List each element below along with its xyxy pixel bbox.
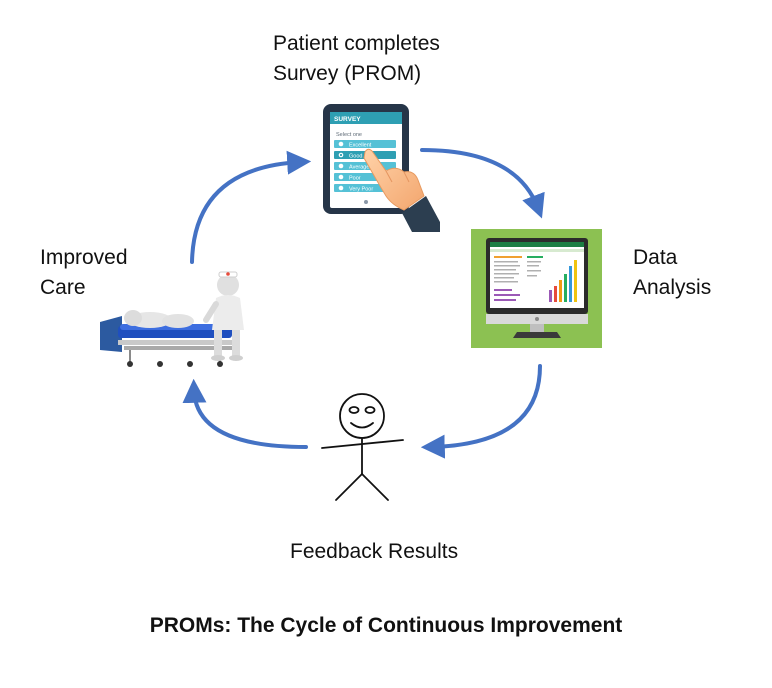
arrow-feedback-to-care — [182, 378, 308, 449]
tablet-option-4: Poor — [349, 176, 361, 182]
step-label-feedback: Feedback Results — [290, 537, 458, 567]
survey-label-line1: Patient completes — [273, 32, 440, 55]
step-label-care: Improved Care — [40, 243, 128, 303]
step-label-analysis: Data Analysis — [633, 243, 711, 303]
care-label-line2: Care — [40, 276, 86, 299]
tablet-option-5: Very Poor — [349, 187, 373, 193]
arrow-care-to-survey — [190, 150, 312, 264]
monitor-spreadsheet-icon — [471, 229, 602, 348]
tablet-header-text: SURVEY — [334, 116, 361, 123]
hospital-bed-icon — [100, 310, 236, 367]
hand-pointer-icon — [363, 148, 440, 232]
diagram-title: PROMs: The Cycle of Continuous Improveme… — [149, 614, 623, 637]
tablet-option-3: Average — [349, 165, 369, 171]
tablet-option-1: Excellent — [349, 143, 372, 149]
tablet-option-2: Good — [349, 154, 362, 160]
care-label-line1: Improved — [40, 246, 128, 269]
analysis-label-line1: Data — [633, 246, 678, 269]
arrow-analysis-to-feedback — [420, 364, 542, 459]
feedback-label-line1: Feedback Results — [290, 540, 459, 563]
survey-label-line2: Survey (PROM) — [273, 62, 422, 85]
stick-figure-icon — [321, 393, 404, 501]
tablet-prompt-text: Select one — [336, 132, 362, 138]
nurse-figure-icon — [203, 271, 244, 361]
step-label-survey: Patient completes Survey (PROM) — [273, 29, 440, 89]
analysis-label-line2: Analysis — [633, 276, 712, 299]
arrow-survey-to-analysis — [420, 148, 545, 219]
